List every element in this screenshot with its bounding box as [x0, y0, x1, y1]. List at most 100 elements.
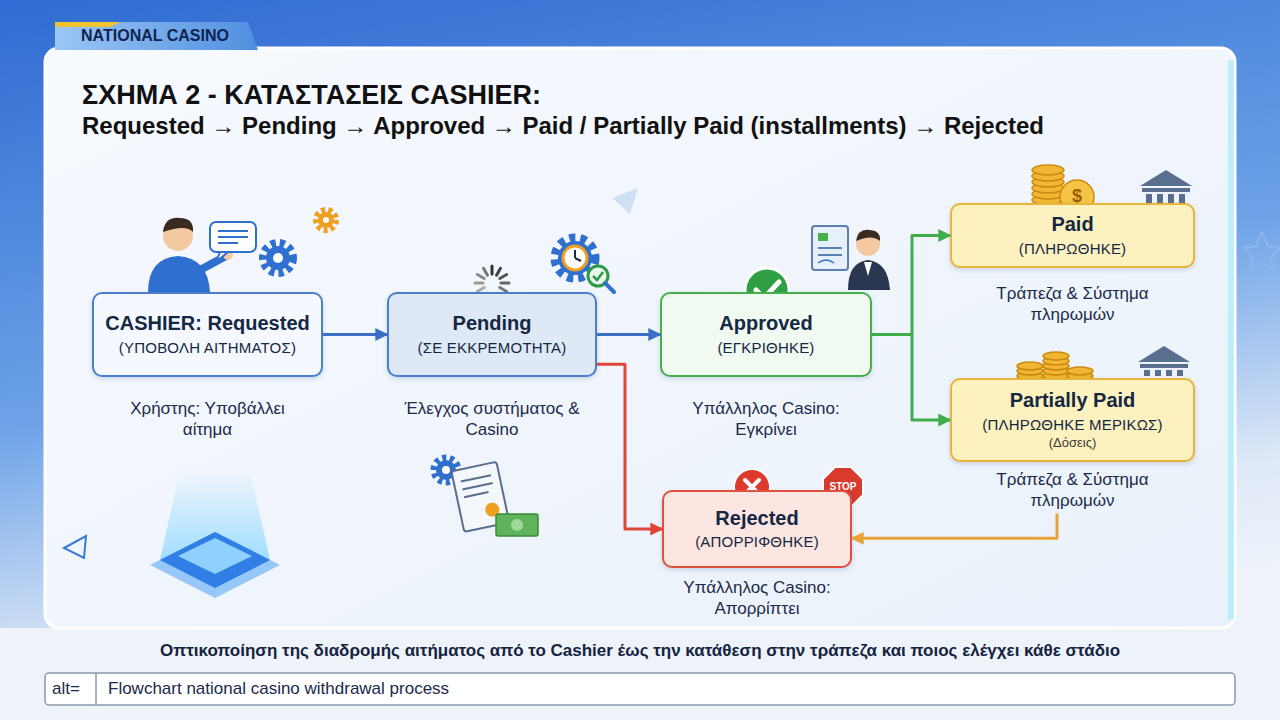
- decor-shapes: [612, 188, 638, 214]
- alt-label: alt=: [52, 679, 94, 699]
- document-gear-bill: [442, 466, 450, 474]
- loading-spinner: [484, 268, 488, 275]
- decor-shapes: [64, 536, 86, 558]
- bank-building: [1140, 170, 1192, 186]
- document-gear-bill: [464, 492, 488, 497]
- approval-illustration: [856, 230, 880, 241]
- brand-badge: NATIONAL CASINO: [55, 26, 255, 45]
- user-illustration: [273, 253, 283, 263]
- state-box: Approved (ΕΓΚΡΙΘΗΚΕ): [660, 292, 872, 377]
- actor-note: Τράπεζα & Σύστημα πληρωμών: [983, 470, 1163, 511]
- coins-partial: [1017, 352, 1093, 380]
- flow-arrow: [872, 335, 950, 421]
- badge: [55, 22, 258, 50]
- user-illustration: [148, 256, 210, 292]
- flow-arrow: [597, 364, 662, 529]
- state-name: Partially Paid: [1010, 389, 1136, 413]
- approval-illustration: [812, 226, 890, 290]
- flow-arrow: [323, 333, 387, 336]
- coins-partial: [1043, 352, 1069, 360]
- actor-note: Χρήστης: Υποβάλλει αίτημα: [123, 399, 293, 440]
- user-illustration: [218, 230, 248, 232]
- actor-note: Υπάλληλος Casino: Εγκρίνει: [682, 399, 850, 440]
- subtitle: Requested → Pending → Approved → Paid / …: [82, 112, 1044, 141]
- actor-note-area: Υπάλληλος Casino: Απορρίπτει: [673, 578, 841, 619]
- approval-illustration: [818, 254, 842, 256]
- clock-gear-icon: [563, 246, 587, 270]
- badge: [55, 22, 258, 50]
- figure-caption: Οπτικοποίηση της διαδρομής αιτήματος από…: [45, 641, 1235, 661]
- bank-building: [1144, 370, 1150, 376]
- actor-note-area: Τράπεζα & Σύστημα πληρωμών: [983, 284, 1163, 325]
- loading-spinner: [501, 282, 509, 285]
- state-subtitle: (ΕΓΚΡΙΘΗΚΕ): [717, 339, 814, 357]
- user-illustration: [218, 242, 238, 244]
- loading-spinner: [500, 275, 507, 279]
- bank-building: [1138, 346, 1190, 376]
- loading-spinner: [475, 282, 483, 285]
- state-subtitle: (ΣΕ ΕΚΚΡΕΜΟΤΗΤΑ): [418, 339, 567, 357]
- state-box: CASHIER: Requested(ΥΠΟΒΟΛΗ ΑΙΤΗΜΑΤΟΣ): [92, 292, 323, 377]
- state-subtitle: (ΑΠΟΡΡΙΦΘΗΚΕ): [695, 533, 819, 551]
- actor-note-area: Έλεγχος συστήματος & Casino: [402, 399, 582, 440]
- document-gear-bill: [462, 483, 492, 489]
- alt-box: [95, 673, 97, 705]
- glow-platform: [160, 532, 270, 588]
- flow-arrow: [852, 513, 1057, 538]
- state-node: Partially Paid(ΠΛΗΡΩΘΗΚΕ ΜΕΡΙΚΩΣ)(Δόσεις…: [950, 378, 1195, 511]
- bank-building: [1177, 370, 1183, 376]
- bank-building: [1140, 364, 1188, 368]
- bank-building: [1166, 370, 1172, 376]
- glow-platform: [150, 470, 280, 598]
- approval-illustration: [818, 233, 828, 241]
- actor-note: Έλεγχος συστήματος & Casino: [402, 399, 582, 440]
- actor-note-area: Υπάλληλος Casino: Εγκρίνει: [682, 399, 850, 440]
- approval-illustration: [818, 247, 842, 249]
- loading-spinner: [475, 266, 509, 292]
- approval-illustration: [818, 260, 834, 263]
- actor-note: Υπάλληλος Casino: Απορρίπτει: [673, 578, 841, 619]
- state-box: Paid(ΠΛΗΡΩΘΗΚΕ): [950, 203, 1195, 268]
- document-gear-bill: [434, 458, 538, 536]
- user-illustration: [263, 243, 293, 273]
- document-gear-bill: [496, 514, 538, 536]
- document-gear-bill: [511, 519, 523, 531]
- clock-gear-icon: [574, 250, 576, 258]
- state-name: Rejected: [715, 507, 798, 531]
- badge: [55, 22, 120, 27]
- state-node: Approved (ΕΓΚΡΙΘΗΚΕ) Υπάλληλος Casino: Εγκ…: [660, 292, 872, 440]
- clock-gear-icon: [558, 241, 592, 275]
- coins-bank-paid: [1032, 165, 1064, 175]
- loading-spinner: [497, 268, 501, 275]
- state-box: Rejected (ΑΠΟΡΡΙΦΘΗΚΕ): [662, 490, 852, 568]
- card-glow: [1228, 60, 1234, 620]
- flow-arrow: [597, 333, 660, 336]
- clock-gear-icon: [575, 258, 581, 261]
- approval-illustration: [864, 262, 872, 276]
- state-node: Rejected (ΑΠΟΡΡΙΦΘΗΚΕ) Υπάλληλος Casino: Α…: [662, 490, 852, 619]
- glow-platform: [178, 538, 252, 574]
- state-name: Approved: [719, 312, 812, 336]
- user-illustration: [148, 210, 336, 292]
- loading-spinner: [491, 266, 494, 274]
- diagram-title: ΣΧΗΜΑ 2 - ΚΑΤΑΣΤΑΣΕΙΣ CASHIER:: [82, 80, 541, 111]
- bank-building: [1142, 188, 1190, 192]
- user-illustration: [323, 217, 329, 223]
- user-illustration: [210, 222, 256, 252]
- alt-box: [45, 673, 1235, 705]
- alt-box: [45, 673, 1235, 705]
- glow-platform: [150, 532, 280, 598]
- state-box: Pending(ΣΕ ΕΚΚΡΕΜΟΤΗΤΑ): [387, 292, 597, 377]
- user-illustration: [163, 218, 193, 232]
- user-illustration: [318, 212, 334, 228]
- footer-band: [0, 628, 1280, 720]
- actor-note-area: Τράπεζα & Σύστημα πληρωμών: [983, 470, 1163, 511]
- clock-gear-icon: [605, 283, 614, 292]
- state-box: Partially Paid(ΠΛΗΡΩΘΗΚΕ ΜΕΡΙΚΩΣ)(Δόσεις…: [950, 378, 1195, 462]
- approval-illustration: [812, 226, 848, 270]
- state-subtitle: (ΠΛΗΡΩΘΗΚΕ): [1019, 240, 1127, 258]
- user-illustration: [266, 246, 290, 270]
- state-node: Pending(ΣΕ ΕΚΚΡΕΜΟΤΗΤΑ) Έλεγχος συστήματο…: [387, 292, 597, 440]
- approval-illustration: [848, 260, 890, 290]
